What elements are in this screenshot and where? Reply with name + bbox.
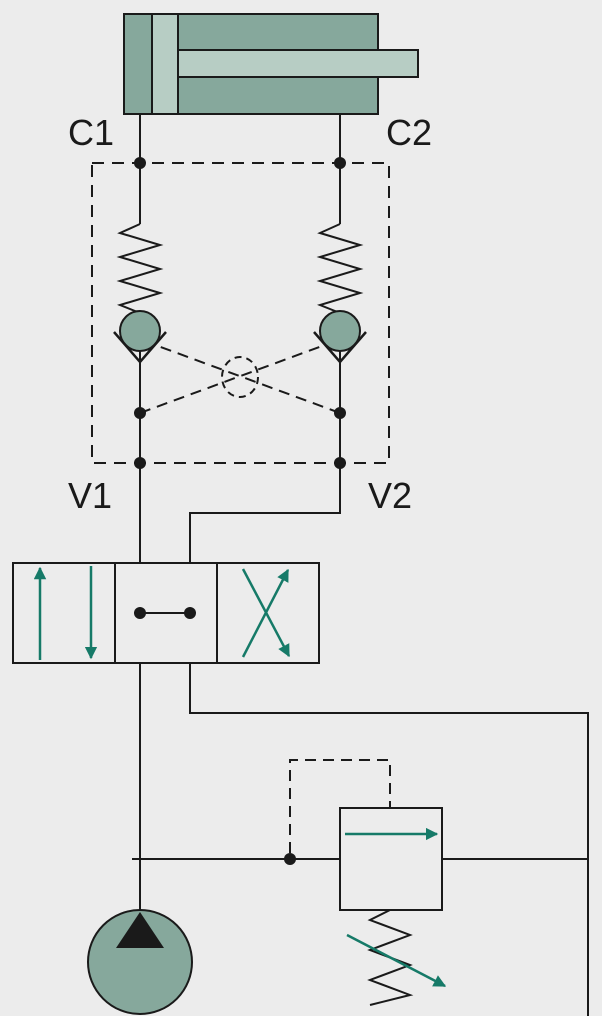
port-label-c2: C2 <box>386 112 432 153</box>
junction-dot <box>284 853 296 865</box>
pressure-relief-valve <box>289 759 447 1006</box>
hydraulic-pump <box>87 909 193 1015</box>
valve-block-outline <box>91 162 390 464</box>
check-seat-left <box>113 331 167 364</box>
junction-dot <box>134 407 146 419</box>
line-v2 <box>189 463 341 563</box>
relief-pilot-line <box>289 759 391 853</box>
junction-dot <box>334 407 346 419</box>
port-label-v2: V2 <box>368 475 412 516</box>
pilot-line-2 <box>157 345 341 414</box>
junction-dot <box>184 607 196 619</box>
pilot-line-1 <box>139 345 323 414</box>
tank-return-line <box>189 663 589 1016</box>
adjustable-arrow <box>346 933 447 988</box>
spring-left <box>116 223 164 314</box>
port-label-v1: V1 <box>68 475 112 516</box>
check-ball-right <box>319 310 361 352</box>
pilot-check-valve-block <box>91 114 390 469</box>
spring-right <box>316 223 364 314</box>
flow-arrow-cross-down <box>241 568 291 658</box>
double-acting-cylinder <box>123 13 419 115</box>
pump-direction-triangle <box>116 912 164 948</box>
directional-control-valve <box>12 562 320 664</box>
junction-dot <box>134 157 146 169</box>
junction-dot <box>134 607 146 619</box>
junction-dot <box>334 157 346 169</box>
pilot-crossover <box>221 356 259 398</box>
check-ball-left <box>119 310 161 352</box>
check-seat-right <box>313 331 367 364</box>
port-label-c1: C1 <box>68 112 114 153</box>
